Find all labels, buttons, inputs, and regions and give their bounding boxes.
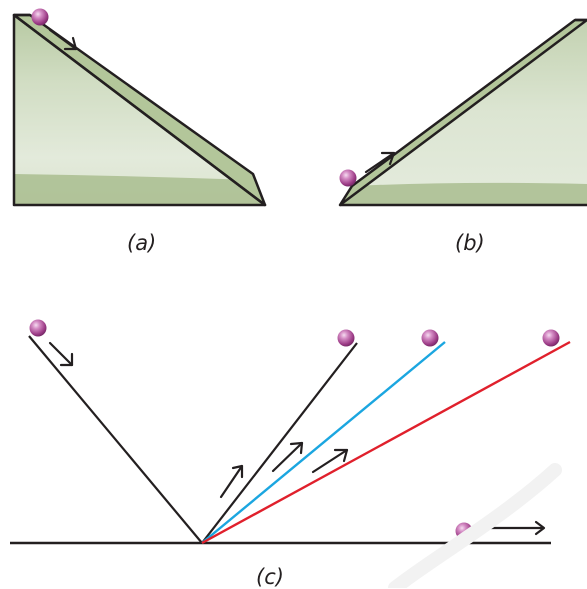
ball-c-blue bbox=[422, 330, 439, 347]
incline-a bbox=[14, 9, 265, 206]
arrows-c bbox=[50, 343, 544, 534]
steep-ascending-slope-c bbox=[202, 343, 357, 543]
caption-b: (b) bbox=[455, 233, 485, 254]
red-ascending-slope-c bbox=[202, 342, 570, 543]
ball-c-start bbox=[30, 320, 47, 337]
arrow-c-down bbox=[50, 343, 72, 365]
caption-a: (a) bbox=[127, 233, 156, 254]
incline-b-base-shade bbox=[340, 183, 587, 205]
descending-slope-c bbox=[29, 336, 202, 543]
balls-c bbox=[30, 320, 560, 540]
ball-b bbox=[340, 170, 357, 187]
ball-c-steep bbox=[338, 330, 355, 347]
blue-ascending-slope-c bbox=[202, 342, 445, 543]
incline-b bbox=[340, 20, 587, 205]
ball-a bbox=[32, 9, 49, 26]
arrow-c-steep bbox=[221, 466, 242, 497]
ball-c-red bbox=[543, 330, 560, 347]
panel-c bbox=[10, 320, 570, 544]
caption-c: (c) bbox=[256, 567, 284, 588]
arrow-c-red bbox=[313, 450, 347, 472]
